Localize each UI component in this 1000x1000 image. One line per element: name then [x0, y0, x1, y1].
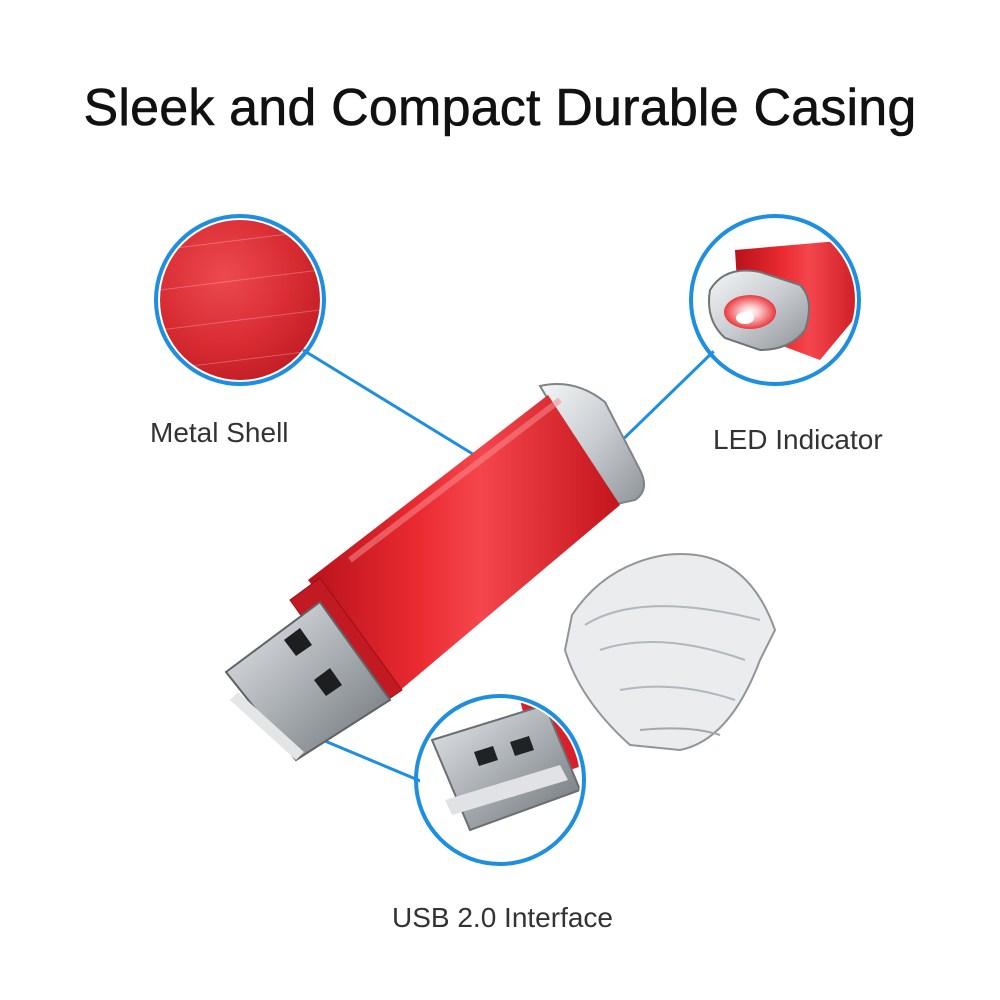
usb-interface-magnifier — [414, 694, 586, 866]
led-indicator-magnifier — [689, 214, 861, 386]
metal-shell-magnifier — [154, 214, 326, 386]
metal-shell-label: Metal Shell — [150, 417, 289, 448]
led-indicator-label: LED Indicator — [713, 424, 883, 455]
drive-end-cap — [538, 383, 645, 507]
drive-body — [308, 395, 620, 692]
transparent-cap — [563, 553, 777, 752]
metal-shell-callout-line — [302, 348, 495, 469]
page-title: Sleek and Compact Durable Casing — [83, 79, 917, 138]
usb-interface-label: USB 2.0 Interface — [392, 902, 614, 933]
usb-drive — [224, 383, 645, 762]
led-callout-line — [610, 348, 717, 452]
